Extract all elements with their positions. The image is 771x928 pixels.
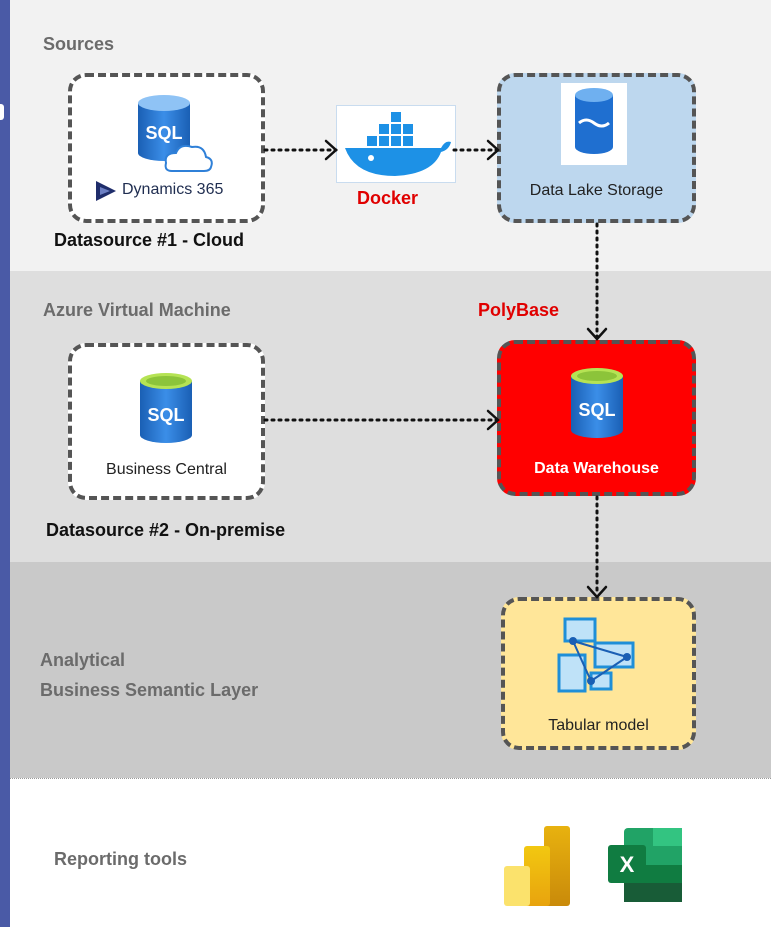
tabular-model-box[interactable]: Tabular model bbox=[501, 597, 696, 750]
datasource1-box[interactable]: SQL Dynamics 365 bbox=[68, 73, 265, 223]
section-title-reporting: Reporting tools bbox=[54, 849, 187, 869]
dynamics-365-logo-icon bbox=[96, 181, 116, 201]
sql-warehouse-icon: SQL bbox=[571, 368, 623, 438]
section-title-semantic-line1: Analytical bbox=[40, 650, 126, 670]
power-bi-icon[interactable] bbox=[504, 826, 574, 906]
polybase-caption: PolyBase bbox=[478, 300, 560, 320]
datalake-label: Data Lake Storage bbox=[529, 182, 664, 199]
excel-letter: X bbox=[620, 852, 635, 877]
excel-icon[interactable]: X bbox=[608, 828, 684, 904]
left-accent-mark bbox=[0, 104, 4, 120]
datasource2-box[interactable]: SQL Business Central bbox=[68, 343, 265, 500]
data-warehouse-box[interactable]: SQL Data Warehouse bbox=[497, 340, 696, 496]
data-warehouse-label: Data Warehouse bbox=[534, 460, 659, 477]
datasource1-caption: Datasource #1 - Cloud bbox=[54, 230, 245, 250]
docker-logo-tile[interactable] bbox=[336, 105, 456, 183]
sql-text-3: SQL bbox=[578, 400, 615, 420]
sql-database-icon: SQL bbox=[140, 373, 192, 443]
datalake-storage-icon bbox=[561, 83, 627, 165]
section-title-azure-vm: Azure Virtual Machine bbox=[43, 300, 231, 320]
tabular-model-label: Tabular model bbox=[548, 717, 649, 734]
section-title-sources: Sources bbox=[43, 34, 115, 54]
dynamics-365-label: Dynamics 365 bbox=[122, 181, 224, 198]
docker-whale-icon bbox=[345, 112, 451, 176]
left-accent-bar bbox=[0, 0, 10, 927]
section-title-semantic-line2: Business Semantic Layer bbox=[40, 680, 259, 700]
analysis-services-icon bbox=[557, 617, 635, 693]
datalake-box[interactable]: Data Lake Storage bbox=[497, 73, 696, 223]
sql-text-1: SQL bbox=[145, 123, 182, 143]
datasource2-caption: Datasource #2 - On-premise bbox=[46, 520, 286, 540]
sql-cloud-icon: SQL bbox=[138, 95, 213, 172]
sql-text-2: SQL bbox=[147, 405, 184, 425]
business-central-label: Business Central bbox=[106, 461, 227, 478]
docker-caption: Docker bbox=[357, 188, 419, 208]
